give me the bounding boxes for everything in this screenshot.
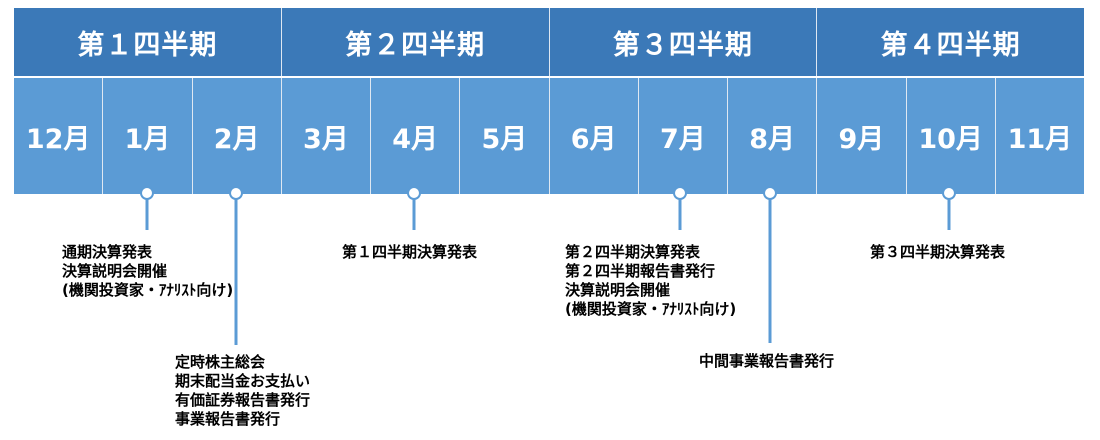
month-jan: 1月: [103, 78, 193, 194]
marker-dot-jan: [140, 186, 154, 200]
connector-aug: [768, 193, 772, 343]
month-row: 12月 1月 2月 3月 4月 5月 6月 7月 8月 9月 10月 11月: [14, 78, 1084, 194]
month-apr: 4月: [371, 78, 461, 194]
quarter-3: 第３四半期: [550, 8, 818, 76]
quarter-4: 第４四半期: [880, 29, 1021, 61]
marker-dot-aug: [763, 186, 777, 200]
event-label-jan: 通期決算発表 決算説明会開催 (機関投資家・ｱﾅﾘｽﾄ向け): [62, 243, 234, 299]
event-label-apr: 第１四半期決算発表: [342, 243, 478, 261]
month-nov: 11月: [1007, 123, 1073, 155]
month-may: 5月: [460, 78, 550, 194]
marker-dot-oct: [942, 186, 956, 200]
connector-oct: [947, 193, 951, 230]
connector-jul: [678, 193, 682, 230]
quarter-2: 第２四半期: [282, 8, 550, 76]
marker-dot-apr: [407, 186, 421, 200]
month-jun: 6月: [550, 78, 639, 194]
month-dec: 12月: [14, 78, 104, 194]
event-label-aug: 中間事業報告書発行: [699, 352, 835, 370]
month-oct: 10月: [907, 78, 996, 194]
marker-dot-jul: [673, 186, 687, 200]
month-jul: 7月: [639, 78, 728, 194]
month-feb: 2月: [193, 78, 282, 194]
month-sep: 9月: [817, 78, 907, 194]
month-mar: 3月: [282, 78, 371, 194]
connector-apr: [412, 193, 416, 230]
connector-feb: [234, 193, 238, 345]
event-label-jul: 第２四半期決算発表 第２四半期報告書発行 決算説明会開催 (機関投資家・ｱﾅﾘｽ…: [565, 243, 737, 318]
event-label-feb: 定時株主総会 期末配当金お支払い 有価証券報告書発行 事業報告書発行: [175, 353, 311, 428]
quarter-1: 第１四半期: [14, 8, 282, 76]
connector-jan: [145, 193, 149, 230]
event-label-oct: 第３四半期決算発表: [870, 243, 1006, 261]
month-aug: 8月: [728, 78, 818, 194]
quarter-header-row: 第１四半期 第２四半期 第３四半期 第４四半期: [14, 8, 1084, 76]
marker-dot-feb: [229, 186, 243, 200]
